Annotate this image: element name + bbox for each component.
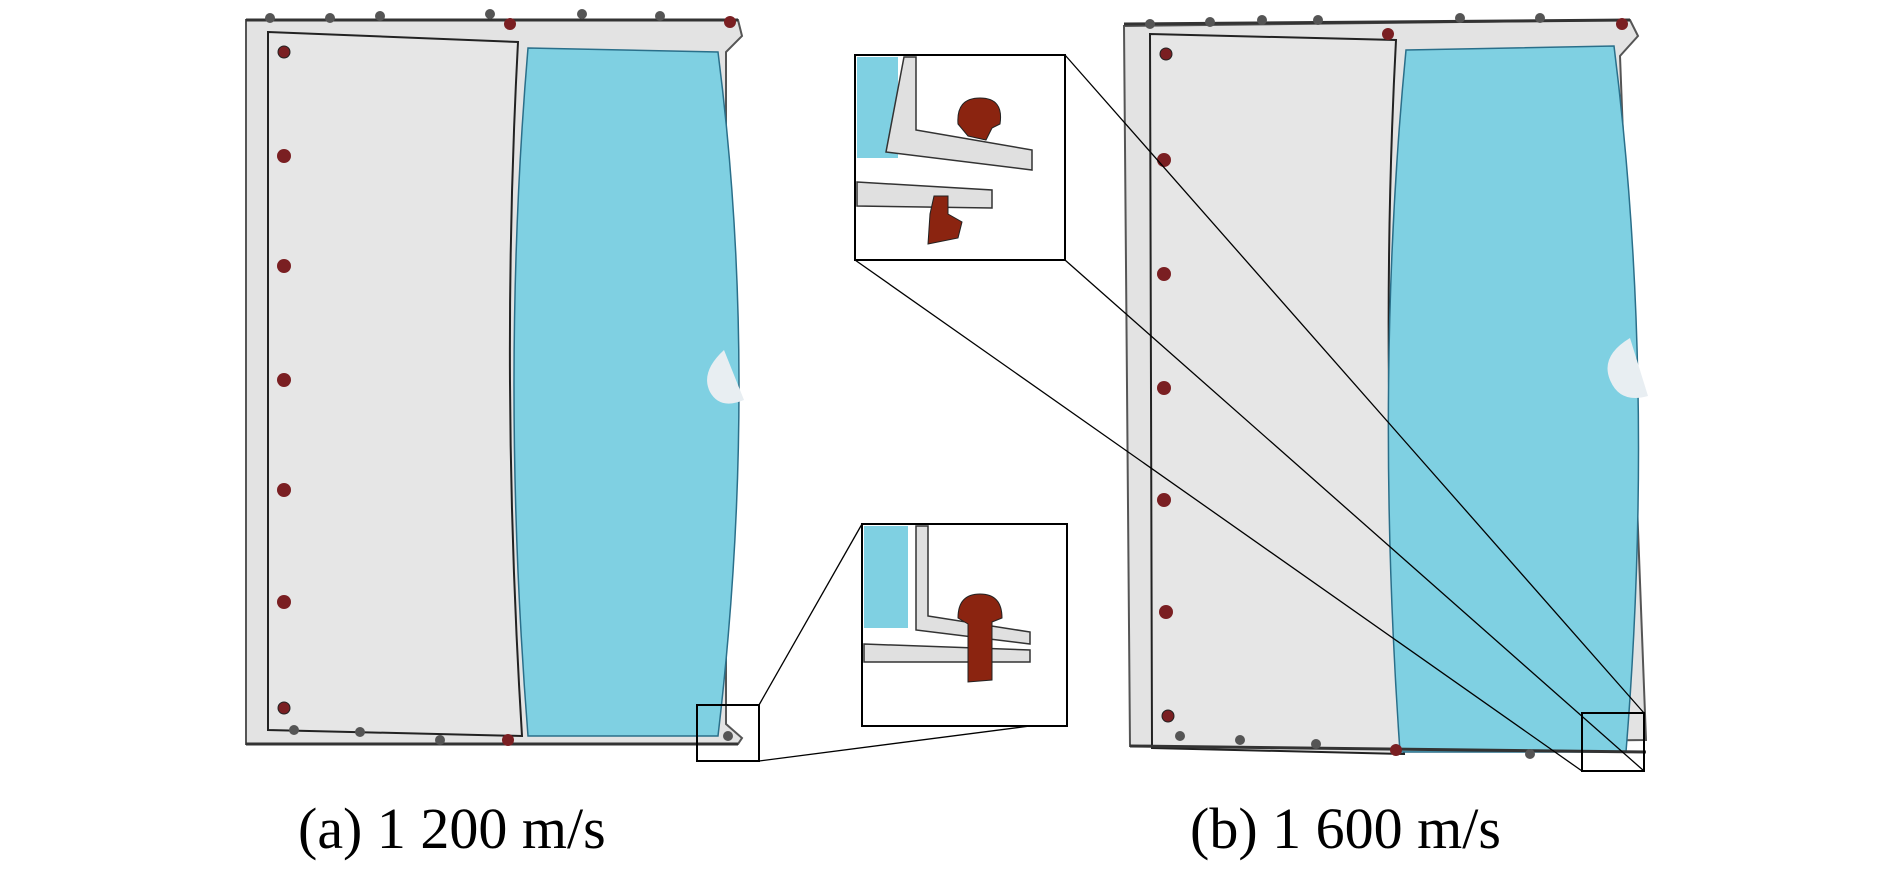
panel-a-inner-frame [267, 30, 524, 738]
rivet [1257, 15, 1267, 25]
rivet [289, 725, 299, 735]
rivet [277, 259, 291, 273]
rivet [1175, 731, 1185, 741]
panel-b-bottom-rail [1129, 744, 1647, 754]
rivet [1535, 13, 1545, 23]
panel-a-leader-line [758, 725, 1031, 762]
panel-a-bulge [707, 350, 744, 404]
panel-b-inner-frame [1148, 32, 1406, 756]
panel-a-detail-box [696, 704, 760, 762]
rivet [325, 13, 335, 23]
panel-b-caption: (b) 1 600 m/s [1190, 796, 1501, 861]
rivet [355, 727, 365, 737]
rivet [1313, 15, 1323, 25]
rivet [1157, 493, 1171, 507]
rivet [1382, 28, 1394, 40]
panel-a-caption: (a) 1 200 m/s [298, 796, 606, 861]
rivet [1455, 13, 1465, 23]
rivet [1390, 744, 1402, 756]
rivet [435, 735, 445, 745]
panel-b-detail-box [1581, 712, 1645, 772]
rivet [1161, 709, 1175, 723]
rivet [504, 18, 516, 30]
rivet [277, 45, 291, 59]
rivet [1525, 749, 1535, 759]
rivet [577, 9, 587, 19]
panel-b [854, 13, 1648, 772]
rivet [277, 149, 291, 163]
rivet [375, 11, 385, 21]
rivet [723, 731, 733, 741]
rivet [277, 701, 291, 715]
panel-b-leader-line [854, 259, 1583, 772]
rivet [1616, 18, 1628, 30]
panel-a-zoom-inset [861, 523, 1068, 727]
panel-b-leader-line [1064, 259, 1645, 772]
rivet [1235, 735, 1245, 745]
panel-a-fluid-region [513, 47, 740, 737]
rivet [1157, 267, 1171, 281]
rivet [1159, 605, 1173, 619]
panel-a [245, 9, 1068, 762]
rivet [277, 373, 291, 387]
panel-b-leader-line [1064, 54, 1645, 714]
panel-b-fluid-region [1387, 45, 1640, 753]
rivet [724, 16, 736, 28]
panel-a-leader-line [758, 523, 863, 706]
panel-b-bulge [1607, 338, 1648, 398]
rivet [485, 9, 495, 19]
rivet [277, 483, 291, 497]
rivet [1205, 17, 1215, 27]
rivet [265, 13, 275, 23]
rivet [1157, 153, 1171, 167]
rivet [1145, 19, 1155, 29]
rivet [277, 595, 291, 609]
rivet [655, 11, 665, 21]
rivet [1311, 739, 1321, 749]
panel-b-zoom-inset [854, 54, 1066, 261]
rivet [1159, 47, 1173, 61]
rivet [502, 734, 514, 746]
rivet [1157, 381, 1171, 395]
